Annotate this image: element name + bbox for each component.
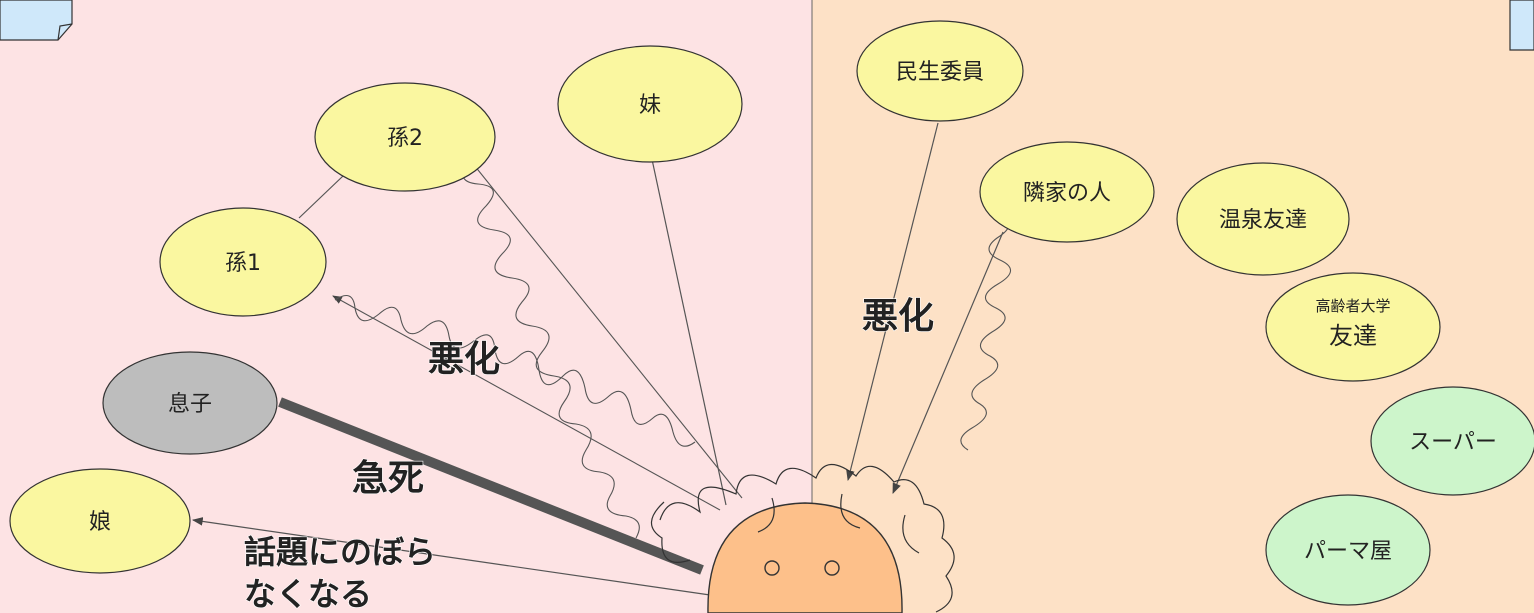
node-welfare-volunteer: 民生委員	[856, 20, 1024, 122]
node-grandchild2: 孫2	[314, 82, 496, 192]
node-grandchild2-label: 孫2	[387, 126, 423, 151]
node-daughter-label: 娘	[89, 510, 111, 535]
node-senior-college-big-label: 友達	[1329, 322, 1377, 350]
node-grandchild1-label: 孫1	[225, 251, 261, 276]
node-grandchild1: 孫1	[159, 207, 327, 317]
conflict-scribble-grandchild1	[334, 294, 696, 447]
link-grandchild1-grandchild2	[298, 175, 344, 219]
node-hot-spring-friends: 温泉友達	[1176, 162, 1350, 276]
node-supermarket-label: スーパー	[1409, 430, 1497, 455]
self-right-eye	[824, 560, 840, 576]
node-sister-label: 妹	[639, 93, 661, 118]
link-self-sister	[647, 148, 727, 506]
node-senior-college-small-label: 高齢者大学	[1315, 297, 1390, 315]
label-worsened-right: 悪化	[862, 296, 934, 337]
self-person	[650, 463, 955, 613]
node-daughter: 娘	[9, 468, 191, 574]
node-senior-college-friends: 高齢者大学 友達	[1265, 272, 1441, 382]
node-supermarket: スーパー	[1370, 386, 1534, 496]
node-welfare-volunteer-label: 民生委員	[896, 60, 984, 85]
conflict-scribble-neighbor	[960, 211, 1012, 451]
link-self-welfare-volunteer	[846, 122, 939, 482]
note-corner-right	[1509, 0, 1534, 51]
link-self-grandchild1	[332, 295, 721, 511]
node-hot-spring-friends-label: 温泉友達	[1219, 208, 1307, 233]
link-self-neighbor	[892, 231, 1004, 494]
node-neighbor: 隣家の人	[979, 141, 1155, 243]
node-perm-salon-label: パーマ屋	[1304, 539, 1392, 564]
conflict-scribble-grandchild2	[462, 161, 640, 539]
node-son: 息子	[102, 351, 278, 455]
note-corner-left	[0, 0, 73, 41]
node-perm-salon: パーマ屋	[1265, 494, 1431, 606]
node-neighbor-label: 隣家の人	[1023, 181, 1111, 206]
self-left-eye	[764, 560, 780, 576]
link-self-son-deceased	[278, 397, 704, 575]
label-worsened-left: 悪化	[428, 339, 500, 380]
note-fold-left	[57, 23, 73, 41]
self-face	[707, 502, 903, 613]
node-son-label: 息子	[168, 392, 212, 417]
label-no-longer-mentioned-line2: なくなる	[244, 575, 372, 613]
self-curly-hair	[650, 463, 955, 613]
link-self-grandchild2	[469, 159, 743, 499]
link-self-daughter	[191, 517, 711, 596]
node-sister: 妹	[557, 45, 743, 163]
label-no-longer-mentioned-line1: 話題にのぼら	[244, 533, 436, 571]
label-sudden-death: 急死	[352, 458, 424, 499]
